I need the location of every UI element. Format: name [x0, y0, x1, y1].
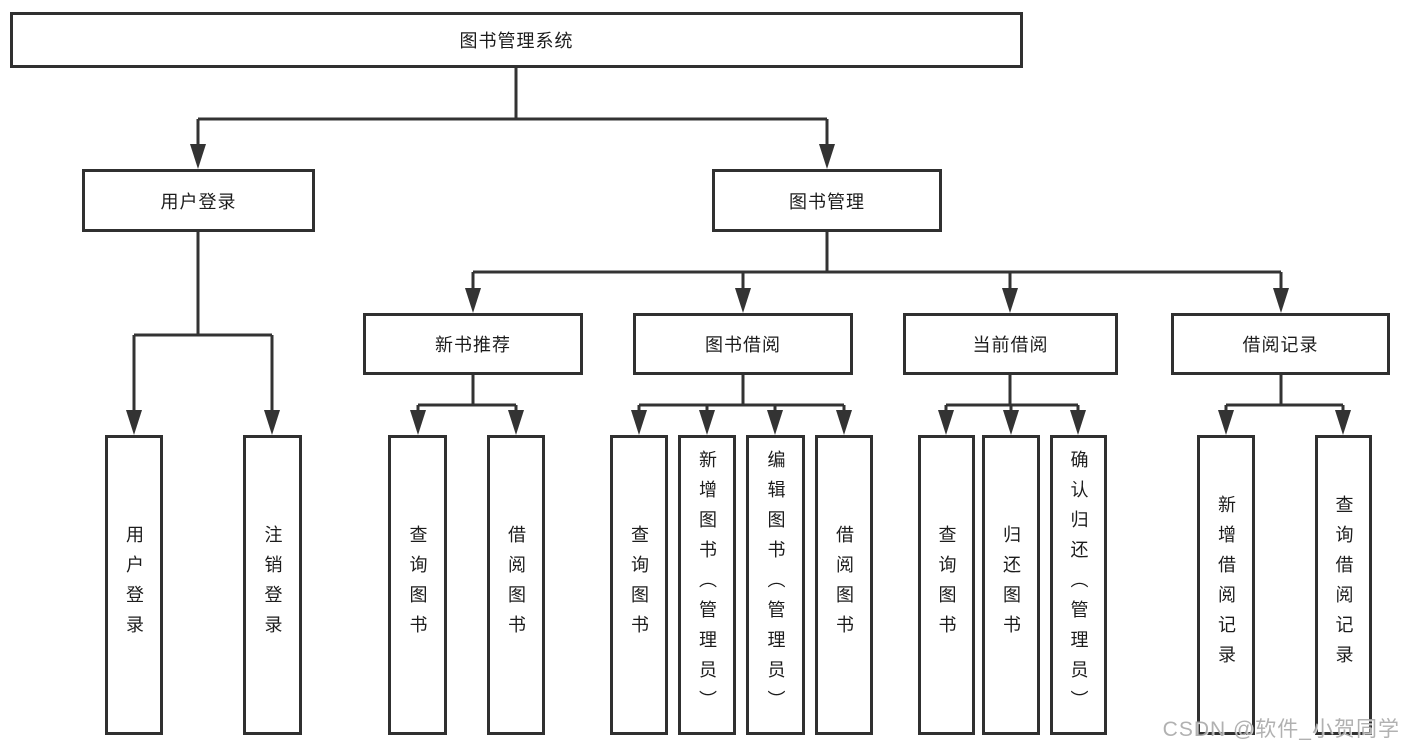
- leaf-current-query-books: 查询图书: [918, 435, 975, 735]
- node-user-login-label: 用户登录: [160, 191, 237, 212]
- leaf-add-books-admin: 新增图书（管理员）: [678, 435, 736, 735]
- node-book-management: 图书管理: [712, 169, 942, 232]
- node-borrow-records: 借阅记录: [1171, 313, 1390, 375]
- leaf-add-books-admin-label: 新增图书（管理员）: [697, 450, 717, 720]
- leaf-query-borrow-record: 查询借阅记录: [1315, 435, 1372, 735]
- leaf-logout-login-label: 注销登录: [262, 525, 283, 645]
- leaf-borrow-query-books-label: 查询图书: [629, 525, 649, 645]
- leaf-query-borrow-record-label: 查询借阅记录: [1333, 495, 1354, 675]
- leaf-user-login-label: 用户登录: [124, 525, 144, 645]
- connector-new-book-recommend-to-leaves: [410, 375, 524, 435]
- leaf-recommend-borrow-books: 借阅图书: [487, 435, 545, 735]
- connector-book-management-to-level3: [465, 232, 1289, 313]
- leaf-current-query-books-label: 查询图书: [936, 525, 957, 645]
- connector-book-borrow-to-leaves: [631, 375, 852, 435]
- leaf-recommend-query-books-label: 查询图书: [407, 525, 428, 645]
- node-book-borrow: 图书借阅: [633, 313, 853, 375]
- leaf-add-borrow-record: 新增借阅记录: [1197, 435, 1255, 735]
- leaf-edit-books-admin-label: 编辑图书（管理员）: [765, 450, 786, 720]
- node-book-borrow-label: 图书借阅: [705, 335, 781, 355]
- watermark-text: CSDN @软件_小贺同学: [1162, 718, 1400, 741]
- connector-root-to-level2: [190, 68, 835, 169]
- node-current-borrow-label: 当前借阅: [972, 335, 1049, 355]
- connector-current-borrow-to-leaves: [938, 375, 1086, 435]
- leaf-borrow-books-label: 借阅图书: [834, 525, 854, 645]
- connector-user-login-to-leaves: [126, 232, 280, 435]
- leaf-recommend-query-books: 查询图书: [388, 435, 447, 735]
- leaf-confirm-return-admin-label: 确认归还（管理员）: [1068, 450, 1089, 720]
- leaf-logout-login: 注销登录: [243, 435, 302, 735]
- leaf-return-books-label: 归还图书: [1001, 525, 1021, 645]
- leaf-return-books: 归还图书: [982, 435, 1040, 735]
- leaf-recommend-borrow-books-label: 借阅图书: [506, 525, 526, 645]
- connector-borrow-records-to-leaves: [1218, 375, 1351, 435]
- node-current-borrow: 当前借阅: [903, 313, 1118, 375]
- node-new-book-recommend: 新书推荐: [363, 313, 583, 375]
- node-new-book-recommend-label: 新书推荐: [435, 335, 511, 355]
- node-borrow-records-label: 借阅记录: [1242, 335, 1319, 355]
- node-user-login: 用户登录: [82, 169, 315, 232]
- leaf-borrow-query-books: 查询图书: [610, 435, 668, 735]
- leaf-edit-books-admin: 编辑图书（管理员）: [746, 435, 805, 735]
- node-root: 图书管理系统: [10, 12, 1023, 68]
- node-book-management-label: 图书管理: [789, 191, 865, 212]
- node-root-label: 图书管理系统: [459, 31, 574, 51]
- leaf-add-borrow-record-label: 新增借阅记录: [1216, 495, 1236, 675]
- leaf-user-login: 用户登录: [105, 435, 163, 735]
- leaf-borrow-books: 借阅图书: [815, 435, 873, 735]
- leaf-confirm-return-admin: 确认归还（管理员）: [1050, 435, 1107, 735]
